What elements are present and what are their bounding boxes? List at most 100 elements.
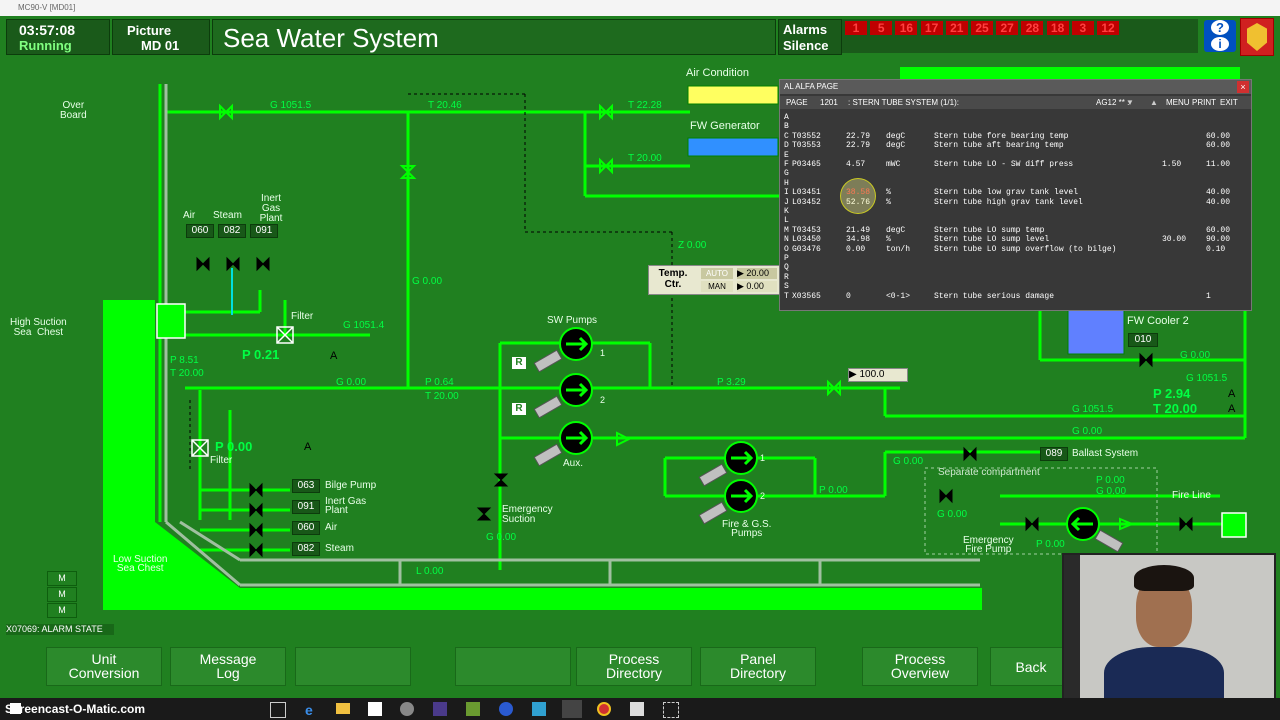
popup-close-icon[interactable]: × <box>1237 81 1249 93</box>
alarms-panel[interactable]: Alarms Silence <box>778 19 842 55</box>
alarm-page-popup[interactable]: AL ALFA PAGE × PAGE 1201 : STERN TUBE SY… <box>779 79 1252 311</box>
valve-position[interactable]: ▶ 100.0 <box>848 368 908 382</box>
store-icon[interactable] <box>368 702 382 716</box>
a-label-2: A <box>1228 388 1236 400</box>
picture-label: Picture <box>127 23 172 38</box>
process-directory-button[interactable]: Process Directory <box>576 647 692 686</box>
empty-button-2[interactable] <box>455 647 571 686</box>
alarm-group-17[interactable]: 17 <box>920 21 943 35</box>
chevron-up-icon[interactable]: ▲ <box>1150 98 1158 107</box>
message-log-button[interactable]: Message Log <box>170 647 286 686</box>
alarm-row-j-desc: Stern tube high grav tank level <box>934 197 1083 207</box>
valve-position-value: 100.0 <box>859 369 885 380</box>
app-icon-3[interactable] <box>532 702 546 716</box>
a-label-3: A <box>1228 403 1236 415</box>
back-button[interactable]: Back <box>990 647 1072 686</box>
alarm-row-i-l: I <box>784 188 789 198</box>
alarm-group-18[interactable]: 18 <box>1046 21 1069 35</box>
alarm-group-3[interactable]: 3 <box>1071 21 1094 35</box>
aux-pump-label: Aux. <box>563 458 584 469</box>
setpoint-20[interactable]: ▶ 20.00 <box>737 268 777 279</box>
alarm-row-e-l: E <box>784 150 789 160</box>
menu-button[interactable]: MENU <box>1166 98 1190 107</box>
man-button[interactable]: MAN <box>701 281 733 292</box>
silence-label[interactable]: Silence <box>783 38 829 53</box>
alarm-group-16[interactable]: 16 <box>895 21 918 35</box>
info-icon[interactable]: i <box>1211 37 1229 51</box>
windows-start-icon[interactable] <box>10 703 21 714</box>
code-091b[interactable]: 091 <box>292 500 320 514</box>
edge-icon[interactable]: e <box>305 702 313 718</box>
alarm-group-25[interactable]: 25 <box>971 21 993 35</box>
code-060b[interactable]: 060 <box>292 521 320 535</box>
alarm-group-27[interactable]: 27 <box>996 21 1019 35</box>
alarm-row-d-tag: T03553 <box>792 141 821 151</box>
auto-button[interactable]: AUTO <box>701 268 733 279</box>
panel-directory-label: Panel Directory <box>729 651 786 681</box>
process-overview-label: Process Overview <box>890 651 950 681</box>
code-082b[interactable]: 082 <box>292 542 320 556</box>
code-060[interactable]: 060 <box>186 224 214 238</box>
alarm-state-bar: X07069: ALARM STATE <box>6 624 114 635</box>
app-icon-2[interactable] <box>499 702 513 716</box>
alarm-row-m-l: M <box>784 225 789 235</box>
popup-titlebar[interactable]: AL ALFA PAGE × <box>780 80 1251 94</box>
emblem-icon <box>1247 23 1267 51</box>
empty-button-1[interactable] <box>295 647 411 686</box>
app-icon-4[interactable] <box>630 702 644 716</box>
inert-gas-plant2-label: Inert Gas Plant <box>325 496 367 516</box>
piping-diagram <box>103 84 1247 610</box>
alarm-group-28[interactable]: 28 <box>1021 21 1044 35</box>
code-010[interactable]: 010 <box>1128 333 1158 347</box>
vs-icon[interactable] <box>433 702 447 716</box>
emergency-fire-pump-label: Emergency Fire Pump <box>963 535 1014 555</box>
pressure-p-fire: P 0.00 <box>819 485 848 496</box>
webcam-door-frame <box>1064 555 1080 712</box>
alarm-group-1[interactable]: 1 <box>845 21 867 35</box>
task-view-icon[interactable] <box>270 702 286 718</box>
alarm-row-n-tag: L03450 <box>792 235 821 245</box>
chrome-icon[interactable] <box>597 702 611 716</box>
alarm-row-f-lo: 1.50 <box>1162 160 1182 169</box>
settings-icon[interactable] <box>400 702 414 716</box>
file-explorer-icon[interactable] <box>336 703 350 714</box>
alarm-group-5[interactable]: 5 <box>870 21 893 35</box>
alarm-group-12[interactable]: 12 <box>1097 21 1119 35</box>
popup-header: PAGE 1201 : STERN TUBE SYSTEM (1/1): AG1… <box>780 96 1251 109</box>
m-box-2[interactable]: M <box>47 587 77 602</box>
code-089[interactable]: 089 <box>1040 447 1068 461</box>
separate-compartment-label: Separate compartment <box>938 467 1040 478</box>
exit-button[interactable]: EXIT <box>1220 98 1238 107</box>
m-box-3[interactable]: M <box>47 603 77 618</box>
app-icon-active[interactable] <box>562 700 582 718</box>
temp-t-top: T 20.46 <box>428 100 462 111</box>
emergency-suction-label: Emergency Suction <box>502 504 553 525</box>
panel-directory-button[interactable]: Panel Directory <box>700 647 816 686</box>
app-icon-1[interactable] <box>466 702 480 716</box>
code-082[interactable]: 082 <box>218 224 246 238</box>
ballast-system-label: Ballast System <box>1072 448 1139 459</box>
fire-line-label: Fire Line <box>1172 490 1211 501</box>
snip-icon[interactable] <box>663 702 679 718</box>
help-icon[interactable]: ? <box>1211 20 1229 35</box>
alarm-group-21[interactable]: 21 <box>945 21 968 35</box>
flow-g-line: G 0.00 <box>336 377 367 388</box>
help-info-button[interactable]: ? i <box>1204 20 1236 52</box>
code-063[interactable]: 063 <box>292 479 320 493</box>
bilge-pump-label: Bilge Pump <box>325 480 377 491</box>
temp-controller[interactable]: Temp. Ctr. AUTO MAN ▶ 20.00 ▶ 0.00 <box>648 265 780 295</box>
temp-t-mid: T 20.00 <box>425 391 459 402</box>
window-titlebar: MC90-V [MD01] <box>0 0 1280 16</box>
alarm-row-m-desc: Stern tube LO sump temp <box>934 225 1045 235</box>
code-091[interactable]: 091 <box>250 224 278 238</box>
setpoint-0[interactable]: ▶ 0.00 <box>737 281 777 292</box>
chevron-down-icon[interactable]: ▼ <box>1126 98 1134 107</box>
unit-conversion-button[interactable]: Unit Conversion <box>46 647 162 686</box>
alarm-row-o-val: 0.00 <box>846 244 866 254</box>
pressure-p294: P 2.94 <box>1153 386 1191 401</box>
m-box-1[interactable]: M <box>47 571 77 586</box>
process-overview-button[interactable]: Process Overview <box>862 647 978 686</box>
high-suction-label: High Suction Sea Chest <box>10 317 67 338</box>
print-button[interactable]: PRINT <box>1192 98 1216 107</box>
alarm-row-c-val: 22.79 <box>846 131 871 141</box>
